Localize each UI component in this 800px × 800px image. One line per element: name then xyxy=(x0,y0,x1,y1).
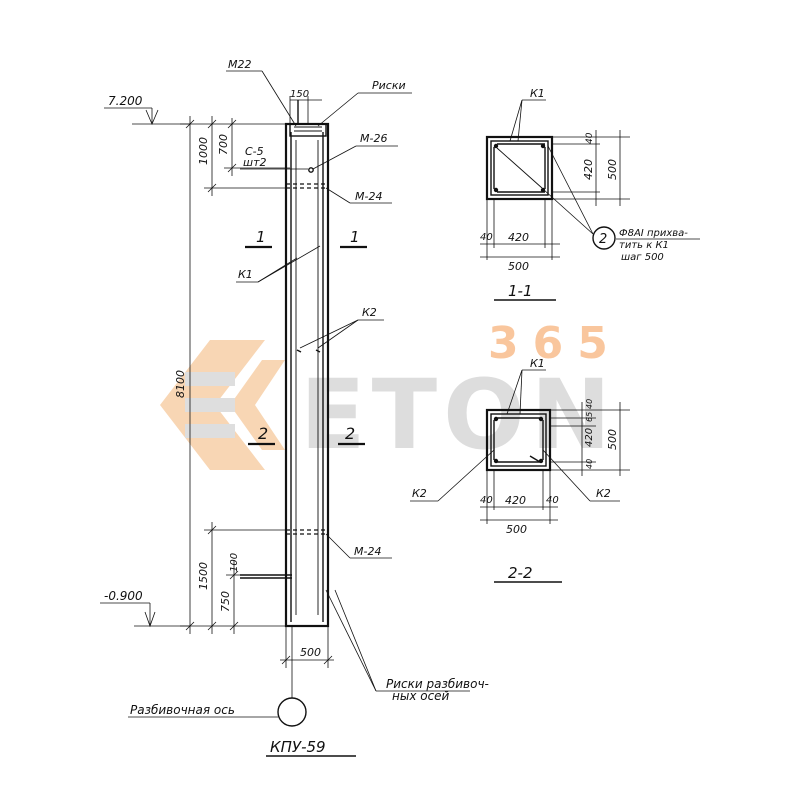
s2-k2-left: К2 xyxy=(412,487,427,500)
s2-dim-h-left: 40 xyxy=(480,495,493,506)
part-m26: М-26 xyxy=(360,132,387,145)
cut-1-left: 1 xyxy=(256,228,266,246)
dim-total: 8100 xyxy=(174,370,187,398)
rebar-k2-elev: К2 xyxy=(362,306,377,319)
s2-dim-h-mid: 420 xyxy=(505,494,526,507)
axis-label: Разбивочная ось xyxy=(130,703,235,717)
risk-axis-label-2: ных осей xyxy=(392,689,450,703)
elevation-dimensions: 8100 1000 700 1500 100 750 С-5 шт2 xyxy=(174,116,308,634)
s1-dim-v-total: 500 xyxy=(606,159,619,180)
s2-k1: К1 xyxy=(530,357,545,370)
s1-dim-h-total: 500 xyxy=(508,260,529,273)
s1-callout-icon xyxy=(592,226,616,250)
risk-label: Риски xyxy=(372,79,406,92)
s2-dim-h-total: 500 xyxy=(506,523,527,536)
s2-dim-v-3: 40 xyxy=(585,459,594,469)
level-marks: 7.200 -0.900 xyxy=(100,94,190,628)
watermark: 365 ETON xyxy=(160,318,622,471)
part-c5-qty: шт2 xyxy=(243,156,266,169)
s1-note-1: Ф8АI прихва- xyxy=(619,228,688,239)
s2-title: 2-2 xyxy=(508,564,533,582)
part-m24-bottom: М-24 xyxy=(354,545,381,558)
dim-width: 500 xyxy=(300,646,321,659)
section-2-2: 40 420 40 500 40 65 420 40 500 К1 К2 К2 … xyxy=(410,357,630,583)
part-m22: М22 xyxy=(228,58,252,71)
level-bottom: -0.900 xyxy=(104,589,143,603)
risk-axis-label-1: Риски разбивоч- xyxy=(386,677,489,691)
s1-title: 1-1 xyxy=(508,282,533,300)
axis-marker-icon xyxy=(277,697,307,727)
s1-k1: К1 xyxy=(530,87,545,100)
watermark-logo-icon xyxy=(160,340,285,470)
s1-note-2: тить к К1 xyxy=(619,240,669,251)
column-elevation: 1 1 2 2 xyxy=(240,100,367,628)
s1-callout-num: 2 xyxy=(599,232,607,247)
s2-dim-v-total: 500 xyxy=(606,429,619,450)
dim-head: 150 xyxy=(290,89,309,100)
base-dimension: 500 Разбивочная ось КПУ-59 xyxy=(128,626,356,757)
s1-dim-v-mid: 420 xyxy=(582,159,595,180)
part-m24-top: М-24 xyxy=(355,190,382,203)
s1-note-3: шаг 500 xyxy=(621,252,664,263)
cut-2-left: 2 xyxy=(258,424,268,443)
dim-bottom: 1500 xyxy=(197,562,210,590)
level-top: 7.200 xyxy=(108,94,143,108)
cut-1-right: 1 xyxy=(350,228,360,246)
dim-top-inner: 700 xyxy=(217,134,230,155)
s1-dim-h-left: 40 xyxy=(480,232,493,243)
dim-bottom-low: 750 xyxy=(219,591,232,612)
part-c5: С-5 xyxy=(245,145,264,158)
dim-top: 1000 xyxy=(197,137,210,165)
watermark-word: ETON xyxy=(300,359,617,471)
s2-dim-v-1: 40 xyxy=(585,399,594,409)
cut-2-right: 2 xyxy=(345,424,355,443)
s2-dim-v-2: 65 xyxy=(585,412,594,422)
mark: КПУ-59 xyxy=(270,738,326,756)
dim-bottom-inner: 100 xyxy=(229,553,240,572)
s2-dim-v-mid: 420 xyxy=(584,428,595,447)
elevation-leaders: М22 150 Риски М-26 М-24 К1 К2 М-24 Риски… xyxy=(226,58,489,703)
rebar-k1-elev: К1 xyxy=(238,268,253,281)
section-1-1: 40 420 500 40 420 500 К1 2 Ф8АI прихва- … xyxy=(480,87,700,301)
s1-dim-v-top: 40 xyxy=(585,132,595,144)
watermark-number: 365 xyxy=(488,318,622,369)
s2-dim-h-right: 40 xyxy=(546,495,559,506)
s1-dim-h-mid: 420 xyxy=(508,231,529,244)
s2-k2-right: К2 xyxy=(596,487,611,500)
